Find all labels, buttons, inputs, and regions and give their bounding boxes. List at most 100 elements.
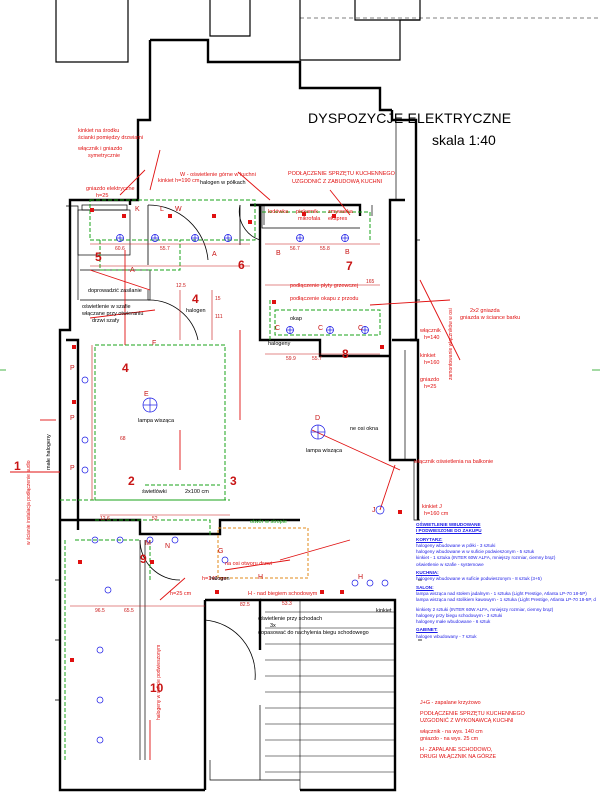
note-item: gniazdo - na wys. 25 cm <box>420 736 479 742</box>
legend-section-title: KORYTARZ: <box>416 536 443 542</box>
label-halogen-polkach: halogen w półkach <box>200 180 246 186</box>
light-fixtures <box>81 234 389 744</box>
label-kinkiet-roboczy: kinkiet <box>376 608 392 614</box>
svg-text:53.3: 53.3 <box>282 601 292 607</box>
label-h25: h=25 <box>96 193 108 199</box>
legend-sections: KORYTARZ:halogeny wbudowane w półki - 3 … <box>416 537 596 640</box>
label-drzwi-szafy: drzwi szafy <box>92 318 119 324</box>
label-gniazdo: gniazdo <box>420 377 439 383</box>
svg-text:15: 15 <box>215 296 221 302</box>
rotated-red-labels: w ścianie instalacja podłączenie audio h… <box>26 308 454 720</box>
label-mikrofala: mikrofala <box>298 216 321 222</box>
legend-item: halogeny przy biegu schodowym - 3 sztuki <box>416 612 503 618</box>
svg-text:82.5: 82.5 <box>240 602 250 608</box>
svg-text:165: 165 <box>366 279 375 285</box>
door-swings <box>139 204 261 681</box>
label-ekspres: ekspres <box>328 216 348 222</box>
svg-text:B: B <box>276 250 281 257</box>
label-swietlowki: świetlówki <box>142 489 167 495</box>
label-wlacznik-balkonie: włącznik oświetlenia na balkonie <box>413 459 493 465</box>
label-zmywarka: zmywarka <box>328 209 354 215</box>
label-halogen2: halogen <box>210 576 230 582</box>
svg-text:C: C <box>318 325 323 332</box>
label-oswietlenie-szafie: oświetlenie w szafie <box>82 304 131 310</box>
svg-text:A: A <box>130 267 135 274</box>
svg-text:C: C <box>275 325 280 332</box>
svg-text:P: P <box>70 415 75 422</box>
note-item: H - ZAPALANE SCHODOWO, <box>420 747 493 753</box>
note-item: DRUGI WŁĄCZNIK NA GÓRZE <box>420 754 497 760</box>
svg-text:56.7: 56.7 <box>290 246 300 252</box>
label-lampa-wiszaca-1: lampa wisząca <box>138 418 175 424</box>
label-wlacznik-gniazdo: włącznik i gniazdo <box>77 146 122 152</box>
svg-text:M: M <box>145 540 151 547</box>
svg-text:L: L <box>160 206 164 213</box>
socket-markers <box>70 208 402 662</box>
label-h-nad-biegiem: H - nad biegiem schodowym <box>248 591 318 597</box>
dimension-lines <box>70 243 380 607</box>
label-na-osi-otworu: na osi otworu drzwi <box>225 561 272 567</box>
label-dopasowac: dopasować do nachylenia biegu schodowego <box>258 630 369 636</box>
green-circuits <box>60 199 381 760</box>
legend-item: halogeny wbudowane w półki - 3 sztuki <box>416 542 496 548</box>
label-wlaczane-przy: włączane przy otwieraniu <box>81 311 143 317</box>
legend-item: kinkiet - 1 sztuka (INTER 60W ALFA, mnie… <box>416 555 556 561</box>
svg-text:60.6: 60.6 <box>115 246 125 252</box>
stair-opening <box>217 527 309 579</box>
label-h160: h=160 <box>424 360 439 366</box>
label-lampa-wiszaca-2: lampa wisząca <box>306 448 343 454</box>
svg-text:55.7: 55.7 <box>160 246 170 252</box>
svg-text:H: H <box>358 574 363 581</box>
number-4b: 4 <box>122 361 129 375</box>
window-marks <box>55 239 422 701</box>
svg-text:P: P <box>70 465 75 472</box>
label-halogeny-wpuszczane: halogeny w suficie podwieszonym <box>156 645 162 720</box>
svg-text:D: D <box>315 415 320 422</box>
svg-text:12.5: 12.5 <box>176 283 186 289</box>
svg-text:H: H <box>258 574 263 581</box>
svg-text:W: W <box>175 206 182 213</box>
legend-item: halogeny wbudowane w w suficie podwieszo… <box>416 549 535 555</box>
number-4a: 4 <box>192 292 199 306</box>
label-oswietlenie-przy: oświetlenie przy schodach <box>258 616 322 622</box>
number-5: 5 <box>95 250 102 264</box>
svg-text:96.5: 96.5 <box>95 608 105 614</box>
svg-text:J: J <box>372 507 376 514</box>
number-1: 1 <box>14 459 21 473</box>
legend-item: halogeny małe wbudowane - 6 sztuk <box>416 619 491 625</box>
label-otwor-stropie: otwór w stropie <box>250 519 287 525</box>
legend-header-2: I PODWIESZONE DO ZAKUPU <box>416 528 482 534</box>
label-dim-2x100: 2x100 cm <box>185 489 209 495</box>
note-item: UZGODNIĆ Z WYKONAWCĄ KUCHNI <box>420 718 514 724</box>
page-title: DYSPOZYCJE ELEKTRYCZNE <box>308 110 512 126</box>
svg-text:C: C <box>358 325 363 332</box>
svg-text:K: K <box>135 206 140 213</box>
svg-text:B: B <box>345 249 350 256</box>
label-kinkiet-j: kinkiet J <box>422 504 442 510</box>
label-gniazda-sciance: gniazda w ściance barku <box>460 315 520 321</box>
inner-lines <box>66 120 420 781</box>
legend-item: halogeny wbudowane w suficie podwieszony… <box>416 576 542 582</box>
legend-item: lampa wisząca nad stołem jadalnym - 1 sz… <box>416 590 587 596</box>
legend-item: kinkiety 2 sztuki (INTER 60W ALFA, mniej… <box>416 606 554 612</box>
svg-text:55.8: 55.8 <box>320 246 330 252</box>
legend-item: oświetlenie w szafie - systemowe <box>416 561 484 567</box>
label-halogen: halogen <box>186 308 206 314</box>
svg-text:E: E <box>144 391 149 398</box>
svg-text:68: 68 <box>120 436 126 442</box>
label-ne-osi-okna: ne osi okna <box>350 426 379 432</box>
number-7: 7 <box>346 259 353 273</box>
label-gniazdo-elektr: gniazdo elektryczne <box>86 186 135 192</box>
svg-text:P: P <box>70 365 75 372</box>
label-h25b: h=25 <box>424 384 436 390</box>
label-scianki: ścianki pomiędzy drzwiami <box>78 135 143 141</box>
label-w-scianie: w ścianie instalacja podłączenie audio <box>26 460 32 545</box>
legend-header-1: OŚWIETLENIE WBUDOWANE <box>416 522 481 527</box>
label-halogeny: halogeny <box>268 341 291 347</box>
legend-item: halogen wbudowany - 7 sztuk <box>416 633 477 639</box>
label-h140cm: h=140 cm <box>202 576 227 582</box>
label-lodowka: lodówka <box>268 209 289 215</box>
svg-text:59.9: 59.9 <box>286 356 296 362</box>
label-kinkiet: kinkiet <box>420 353 436 359</box>
svg-text:F: F <box>152 340 156 347</box>
